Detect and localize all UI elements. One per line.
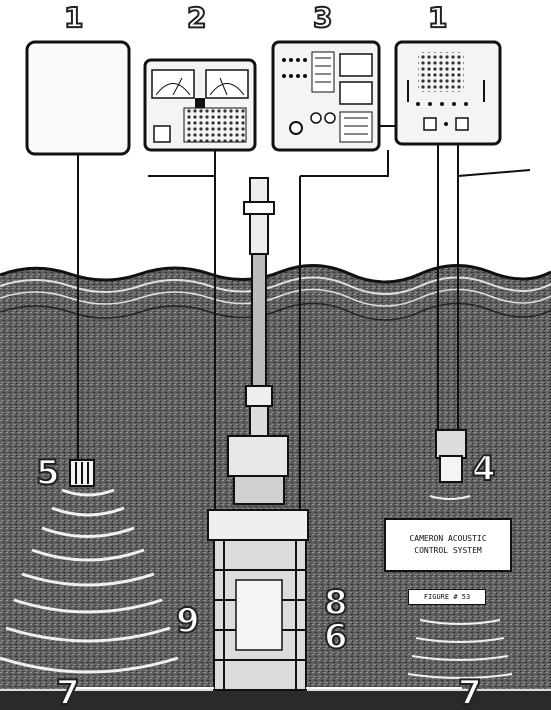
system-title-line-2: CONTROL SYSTEM: [414, 546, 482, 555]
label-hydrophone-5: 5: [35, 453, 61, 493]
label-panel-1-right: 1: [427, 1, 449, 34]
surface-wave-3: [0, 288, 551, 307]
label-6: 6: [323, 617, 349, 657]
label-7-right: 7: [457, 673, 483, 710]
label-9: 9: [175, 601, 201, 641]
system-title-box: CAMERON ACOUSTIC CONTROL SYSTEM: [384, 518, 512, 572]
transducer-4: [435, 144, 531, 483]
acoustic-waves-right: [407, 495, 513, 679]
label-8: 8: [323, 583, 349, 623]
surface-wave-2: [0, 276, 551, 295]
label-panel-1-left: 1: [63, 1, 85, 34]
bop-stack: [207, 435, 309, 691]
panel-1-left: [25, 40, 131, 462]
panel-1-right: [394, 40, 502, 146]
riser: [214, 176, 301, 512]
acoustic-waves-left: [0, 488, 179, 674]
surface-wave-1: [0, 263, 551, 284]
hydrophone-5: [69, 459, 95, 487]
label-transducer-4: 4: [471, 449, 497, 489]
surface-wave-4: [0, 302, 551, 321]
label-panel-2: 2: [186, 1, 208, 34]
panel-2: [143, 58, 257, 152]
seabed: [0, 690, 551, 710]
label-panel-3: 3: [312, 1, 334, 34]
panel-3: [271, 40, 381, 152]
system-title-line-1: CAMERON ACOUSTIC: [409, 534, 487, 543]
figure-caption: FIGURE # 53: [408, 589, 486, 605]
label-7-left: 7: [55, 673, 81, 710]
